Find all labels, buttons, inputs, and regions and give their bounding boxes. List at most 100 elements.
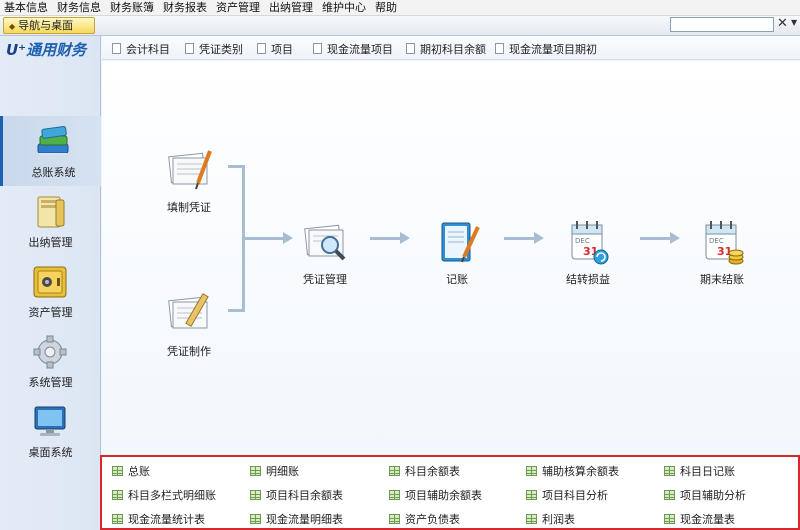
report-link[interactable]: 利润表 (526, 511, 575, 527)
ledger-pen-icon (441, 222, 480, 263)
close-icon[interactable]: ✕ (777, 16, 788, 31)
books-icon (37, 125, 69, 155)
flow-node-label: 期末结账 (700, 273, 744, 286)
table-icon (526, 490, 537, 500)
arrow-icon (400, 232, 410, 244)
menu-cashier-management[interactable]: 出纳管理 (269, 0, 313, 14)
connector (640, 237, 670, 240)
sidebar: U⁺通用财务 总账系统 出纳管理 资产管理 (0, 36, 101, 530)
flow-node-fill-voucher[interactable]: 填制凭证 (154, 145, 224, 215)
connector (228, 165, 245, 168)
voucher-ruler-icon (168, 293, 209, 329)
tab-navigation-desktop[interactable]: ◆导航与桌面 (3, 17, 95, 34)
report-link[interactable]: 科目多栏式明细账 (112, 487, 216, 503)
menu-maintenance-center[interactable]: 维护中心 (322, 0, 366, 14)
table-icon (250, 490, 261, 500)
sidebar-item-label: 桌面系统 (28, 446, 73, 459)
arrow-icon (283, 232, 293, 244)
sidebar-item-label: 出纳管理 (28, 236, 73, 249)
menu-asset-management[interactable]: 资产管理 (216, 0, 260, 14)
connector (242, 165, 245, 312)
flow-node-manage-voucher[interactable]: 凭证管理 (290, 217, 360, 287)
report-link[interactable]: 资产负债表 (389, 511, 460, 527)
connector (370, 237, 400, 240)
table-icon (389, 514, 400, 524)
report-link[interactable]: 项目科目分析 (526, 487, 608, 503)
sidebar-item-general-ledger[interactable]: 总账系统 (0, 116, 101, 186)
module-link-cashflow-opening[interactable]: 现金流量项目期初 (495, 41, 597, 56)
sidebar-item-desktop[interactable]: 桌面系统 (0, 396, 101, 466)
table-icon (389, 466, 400, 476)
folder-icon (37, 196, 65, 228)
report-link[interactable]: 辅助核算余额表 (526, 463, 619, 479)
report-link[interactable]: 科目余额表 (389, 463, 460, 479)
module-link-cashflow-items[interactable]: 现金流量项目 (313, 41, 393, 56)
flow-node-label: 凭证管理 (303, 273, 347, 286)
flow-node-transfer-pl[interactable]: DEC 31 结转损益 (553, 217, 623, 287)
menu-basic-info[interactable]: 基本信息 (4, 0, 48, 14)
tab-strip: ◆导航与桌面 ✕ ▼ (0, 16, 800, 36)
flow-node-posting[interactable]: 记账 (422, 217, 492, 287)
table-icon (112, 466, 123, 476)
flow-node-period-close[interactable]: DEC 31 期末结账 (687, 217, 757, 287)
calendar-coins-icon: DEC 31 (705, 221, 744, 265)
menu-bar: 基本信息 财务信息 财务账簿 财务报表 资产管理 出纳管理 维护中心 帮助 (0, 0, 800, 16)
report-link[interactable]: 项目辅助分析 (664, 487, 746, 503)
table-icon (526, 466, 537, 476)
flow-node-label: 填制凭证 (167, 201, 211, 214)
report-link[interactable]: 明细账 (250, 463, 299, 479)
report-link[interactable]: 科目日记账 (664, 463, 735, 479)
page-icon (406, 43, 415, 54)
module-link-voucher-types[interactable]: 凭证类别 (185, 41, 243, 56)
calendar-month: DEC (575, 237, 590, 245)
report-link[interactable]: 现金流量表 (664, 511, 735, 527)
module-link-accounts[interactable]: 会计科目 (112, 41, 170, 56)
report-link[interactable]: 现金流量明细表 (250, 511, 343, 527)
connector (245, 237, 283, 240)
voucher-magnifier-icon (304, 224, 346, 261)
sidebar-item-label: 系统管理 (28, 376, 73, 389)
calendar-day: 31 (717, 245, 732, 258)
reports-panel: 总账 明细账 科目余额表 辅助核算余额表 科目日记账 科目多栏式明细账 项目科目… (100, 455, 800, 530)
sidebar-item-cashier[interactable]: 出纳管理 (0, 186, 101, 256)
page-icon (185, 43, 194, 54)
sidebar-item-label: 总账系统 (31, 166, 76, 179)
menu-finance-info[interactable]: 财务信息 (57, 0, 101, 14)
table-icon (112, 514, 123, 524)
chevron-down-icon[interactable]: ▼ (791, 18, 798, 27)
arrow-icon (670, 232, 680, 244)
menu-finance-books[interactable]: 财务账簿 (110, 0, 154, 14)
arrow-icon (534, 232, 544, 244)
page-icon (495, 43, 504, 54)
table-icon (389, 490, 400, 500)
monitor-icon (34, 406, 66, 436)
calendar-icon: DEC 31 (571, 221, 609, 265)
report-link[interactable]: 项目科目余额表 (250, 487, 343, 503)
flow-node-label: 记账 (446, 273, 468, 286)
page-icon (257, 43, 266, 54)
table-icon (664, 490, 675, 500)
sidebar-item-system[interactable]: 系统管理 (0, 326, 101, 396)
gear-icon (33, 335, 67, 369)
connector (228, 309, 245, 312)
module-link-opening-balance[interactable]: 期初科目余额 (406, 41, 486, 56)
sidebar-item-label: 资产管理 (28, 306, 73, 319)
flow-node-make-voucher[interactable]: 凭证制作 (154, 289, 224, 359)
table-icon (526, 514, 537, 524)
report-link[interactable]: 项目辅助余额表 (389, 487, 482, 503)
table-icon (250, 514, 261, 524)
tab-label: 导航与桌面 (18, 19, 74, 32)
menu-finance-reports[interactable]: 财务报表 (163, 0, 207, 14)
module-link-projects[interactable]: 项目 (257, 41, 293, 56)
app-logo: U⁺通用财务 (6, 41, 87, 59)
search-input[interactable] (670, 17, 774, 32)
report-link[interactable]: 现金流量统计表 (112, 511, 205, 527)
table-icon (664, 514, 675, 524)
diamond-icon: ◆ (9, 22, 16, 31)
page-icon (112, 43, 121, 54)
report-link[interactable]: 总账 (112, 463, 150, 479)
connector (504, 237, 534, 240)
sidebar-item-asset[interactable]: 资产管理 (0, 256, 101, 326)
safe-icon (33, 266, 67, 298)
menu-help[interactable]: 帮助 (375, 0, 397, 14)
